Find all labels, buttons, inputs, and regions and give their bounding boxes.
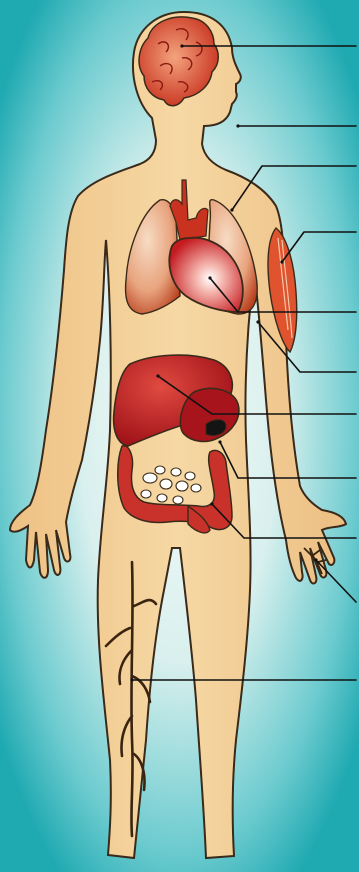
leader-endpoint-lungs: [230, 208, 233, 211]
leader-endpoint-heart: [208, 276, 211, 279]
leader-endpoint-arm-muscle-2: [256, 320, 259, 323]
leader-endpoint-mouth: [236, 124, 239, 127]
leader-endpoint-arm-muscle: [280, 260, 283, 263]
leader-endpoint-stomach: [218, 440, 221, 443]
leader-endpoint-liver: [156, 374, 159, 377]
leader-endpoint-large-intestine: [210, 502, 213, 505]
leader-endpoint-hand-nerves: [314, 558, 317, 561]
leader-endpoint-brain: [180, 44, 183, 47]
leader-endpoint-leg-veins: [130, 678, 133, 681]
